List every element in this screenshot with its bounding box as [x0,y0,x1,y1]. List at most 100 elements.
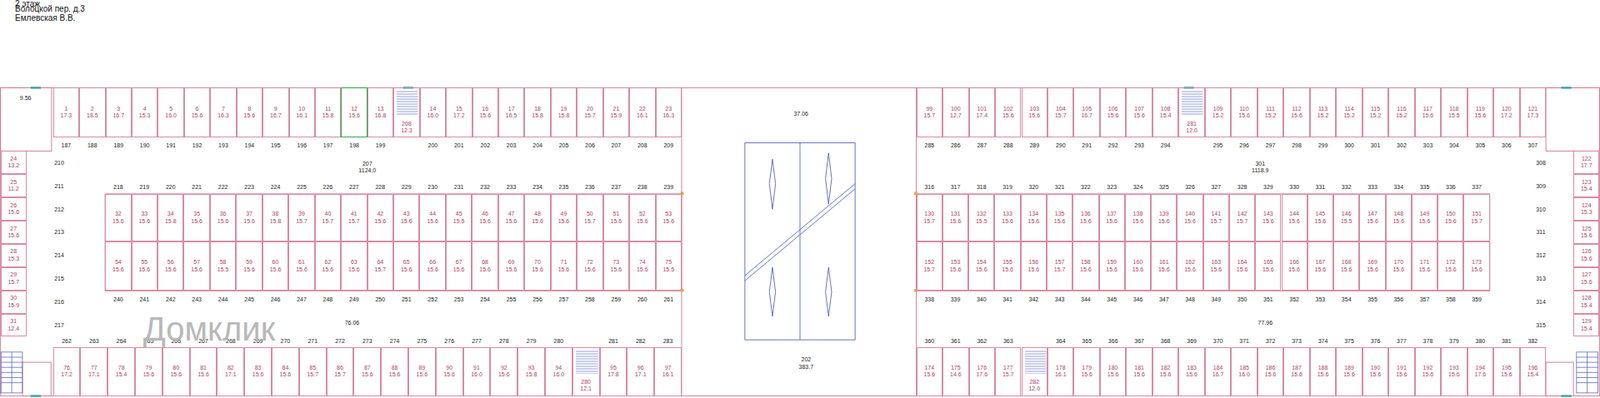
room-number: 167 [1315,259,1326,266]
room-area: 15.5 [217,266,230,274]
room-box: 8115.6 [190,347,218,397]
room-area: 15.6 [1288,266,1300,274]
room-area: 15.6 [584,266,596,274]
room-box: 8415.6 [271,347,300,397]
room-number: 32 [115,210,122,218]
room-box: 16815.6 [1333,241,1360,291]
plan-label: 334 [1393,184,1404,190]
room-area: 15.2 [1370,112,1382,120]
room-number: 84 [282,365,290,372]
room-box: 117.3 [53,87,80,138]
room-number: 280 [580,379,591,386]
room-number: 30 [10,295,17,302]
room-number: 127 [1581,271,1592,279]
plan-label: 274 [390,338,400,345]
room-number: 41 [350,210,358,218]
room-number: 66 [429,259,436,266]
plan-label: 190 [140,142,150,149]
room-box: 16615.6 [1281,241,1308,291]
plan-label: 370 [1213,338,1224,345]
room-box: 2615.6 [0,197,27,221]
room-box: 16115.6 [1150,241,1177,291]
room-box: 17415.6 [916,347,943,397]
room-area: 15.6 [1080,266,1092,274]
room-area: 12.1 [580,385,592,393]
room-box: 14415.6 [1281,194,1308,243]
room-box: 13615.6 [1072,194,1099,243]
room-box: 4015.7 [315,194,341,243]
room-area: 17.7 [1580,162,1593,170]
stair-hatch [1179,90,1205,115]
room-area: 15.6 [1448,371,1460,379]
room-area: 15.6 [1370,371,1382,379]
room-area: 16.7 [112,112,125,120]
room-area: 16.1 [1055,371,1067,379]
room-number: 107 [1134,105,1145,113]
plan-label: 324 [1133,184,1144,190]
room-number: 62 [325,259,332,266]
room-box: 516.0 [157,87,184,138]
plan-label: 286 [950,142,961,149]
plan-label: 349 [1210,296,1221,303]
plan-label: 261 [663,296,674,303]
plan-label: 374 [1318,338,1329,345]
plan-label: 340 [976,296,987,303]
room-area: 15.6 [1315,218,1327,225]
plan-label: 342 [1029,296,1040,303]
room-area: 15.7 [295,218,308,225]
plan-label: 262 [61,338,72,345]
room-box: 12915.4 [1573,314,1600,338]
room-box: 9116.0 [463,347,491,397]
room-box: 8715.6 [353,347,381,397]
atrium [745,143,855,341]
room-box: 11315.2 [1310,87,1336,138]
room-number: 142 [1237,210,1248,218]
room-box: 7315.6 [603,241,630,291]
room-area: 15.6 [1265,371,1277,379]
room-box: 18416.7 [1205,347,1231,397]
plan-label: 293 [1134,142,1145,149]
room-number: 172 [1445,259,1456,266]
room-area: 15.6 [1158,266,1170,274]
room-area: 17.6 [975,371,988,379]
room-box: 10915.2 [1205,87,1231,138]
room-number: 157 [1055,259,1065,266]
room-area: 15.6 [243,266,255,274]
room-area: 11.2 [8,185,20,193]
plan-label: 338 [924,296,935,303]
stair-step [396,99,418,100]
plan-label: 328 [1237,184,1248,190]
room-number: 137 [1106,210,1117,218]
room-area: 15.6 [1395,371,1408,379]
room-box: 1016.1 [289,87,315,138]
plan-label: 203 [506,142,517,149]
room-number: 28 [10,248,17,255]
room-box: 11615.2 [1388,87,1415,138]
room-box: 3715.6 [235,194,262,243]
room-area: 15.6 [389,371,401,379]
room-number: 118 [1449,105,1459,113]
room-number: 182 [1160,365,1171,372]
skylight-diamond [825,267,832,317]
room-number: 27 [10,225,17,233]
room-area: 15.6 [950,218,962,225]
room-box: 15515.6 [994,241,1020,291]
room-box: 19615.4 [1520,347,1546,397]
room-number: 122 [1581,155,1592,163]
plan-label: 329 [1263,184,1274,190]
room-box: 3315.6 [131,194,158,243]
plan-label: 376 [1370,338,1381,345]
room-area: 15.6 [1315,266,1327,274]
room-box: 2815.3 [0,244,27,268]
room-area: 15.8 [165,218,177,225]
plan-label: 344 [1080,296,1091,303]
room-box: 1517.2 [445,87,472,138]
room-number: 31 [10,318,17,325]
room-box: 14115.7 [1203,194,1230,243]
room-number: 76 [63,365,70,372]
room-area: 15.6 [1445,218,1457,225]
plan-label: 351 [1263,296,1274,303]
plan-label: 336 [1445,184,1456,190]
room-box: 15015.6 [1437,194,1464,243]
room-box: 17315.6 [1463,241,1490,291]
